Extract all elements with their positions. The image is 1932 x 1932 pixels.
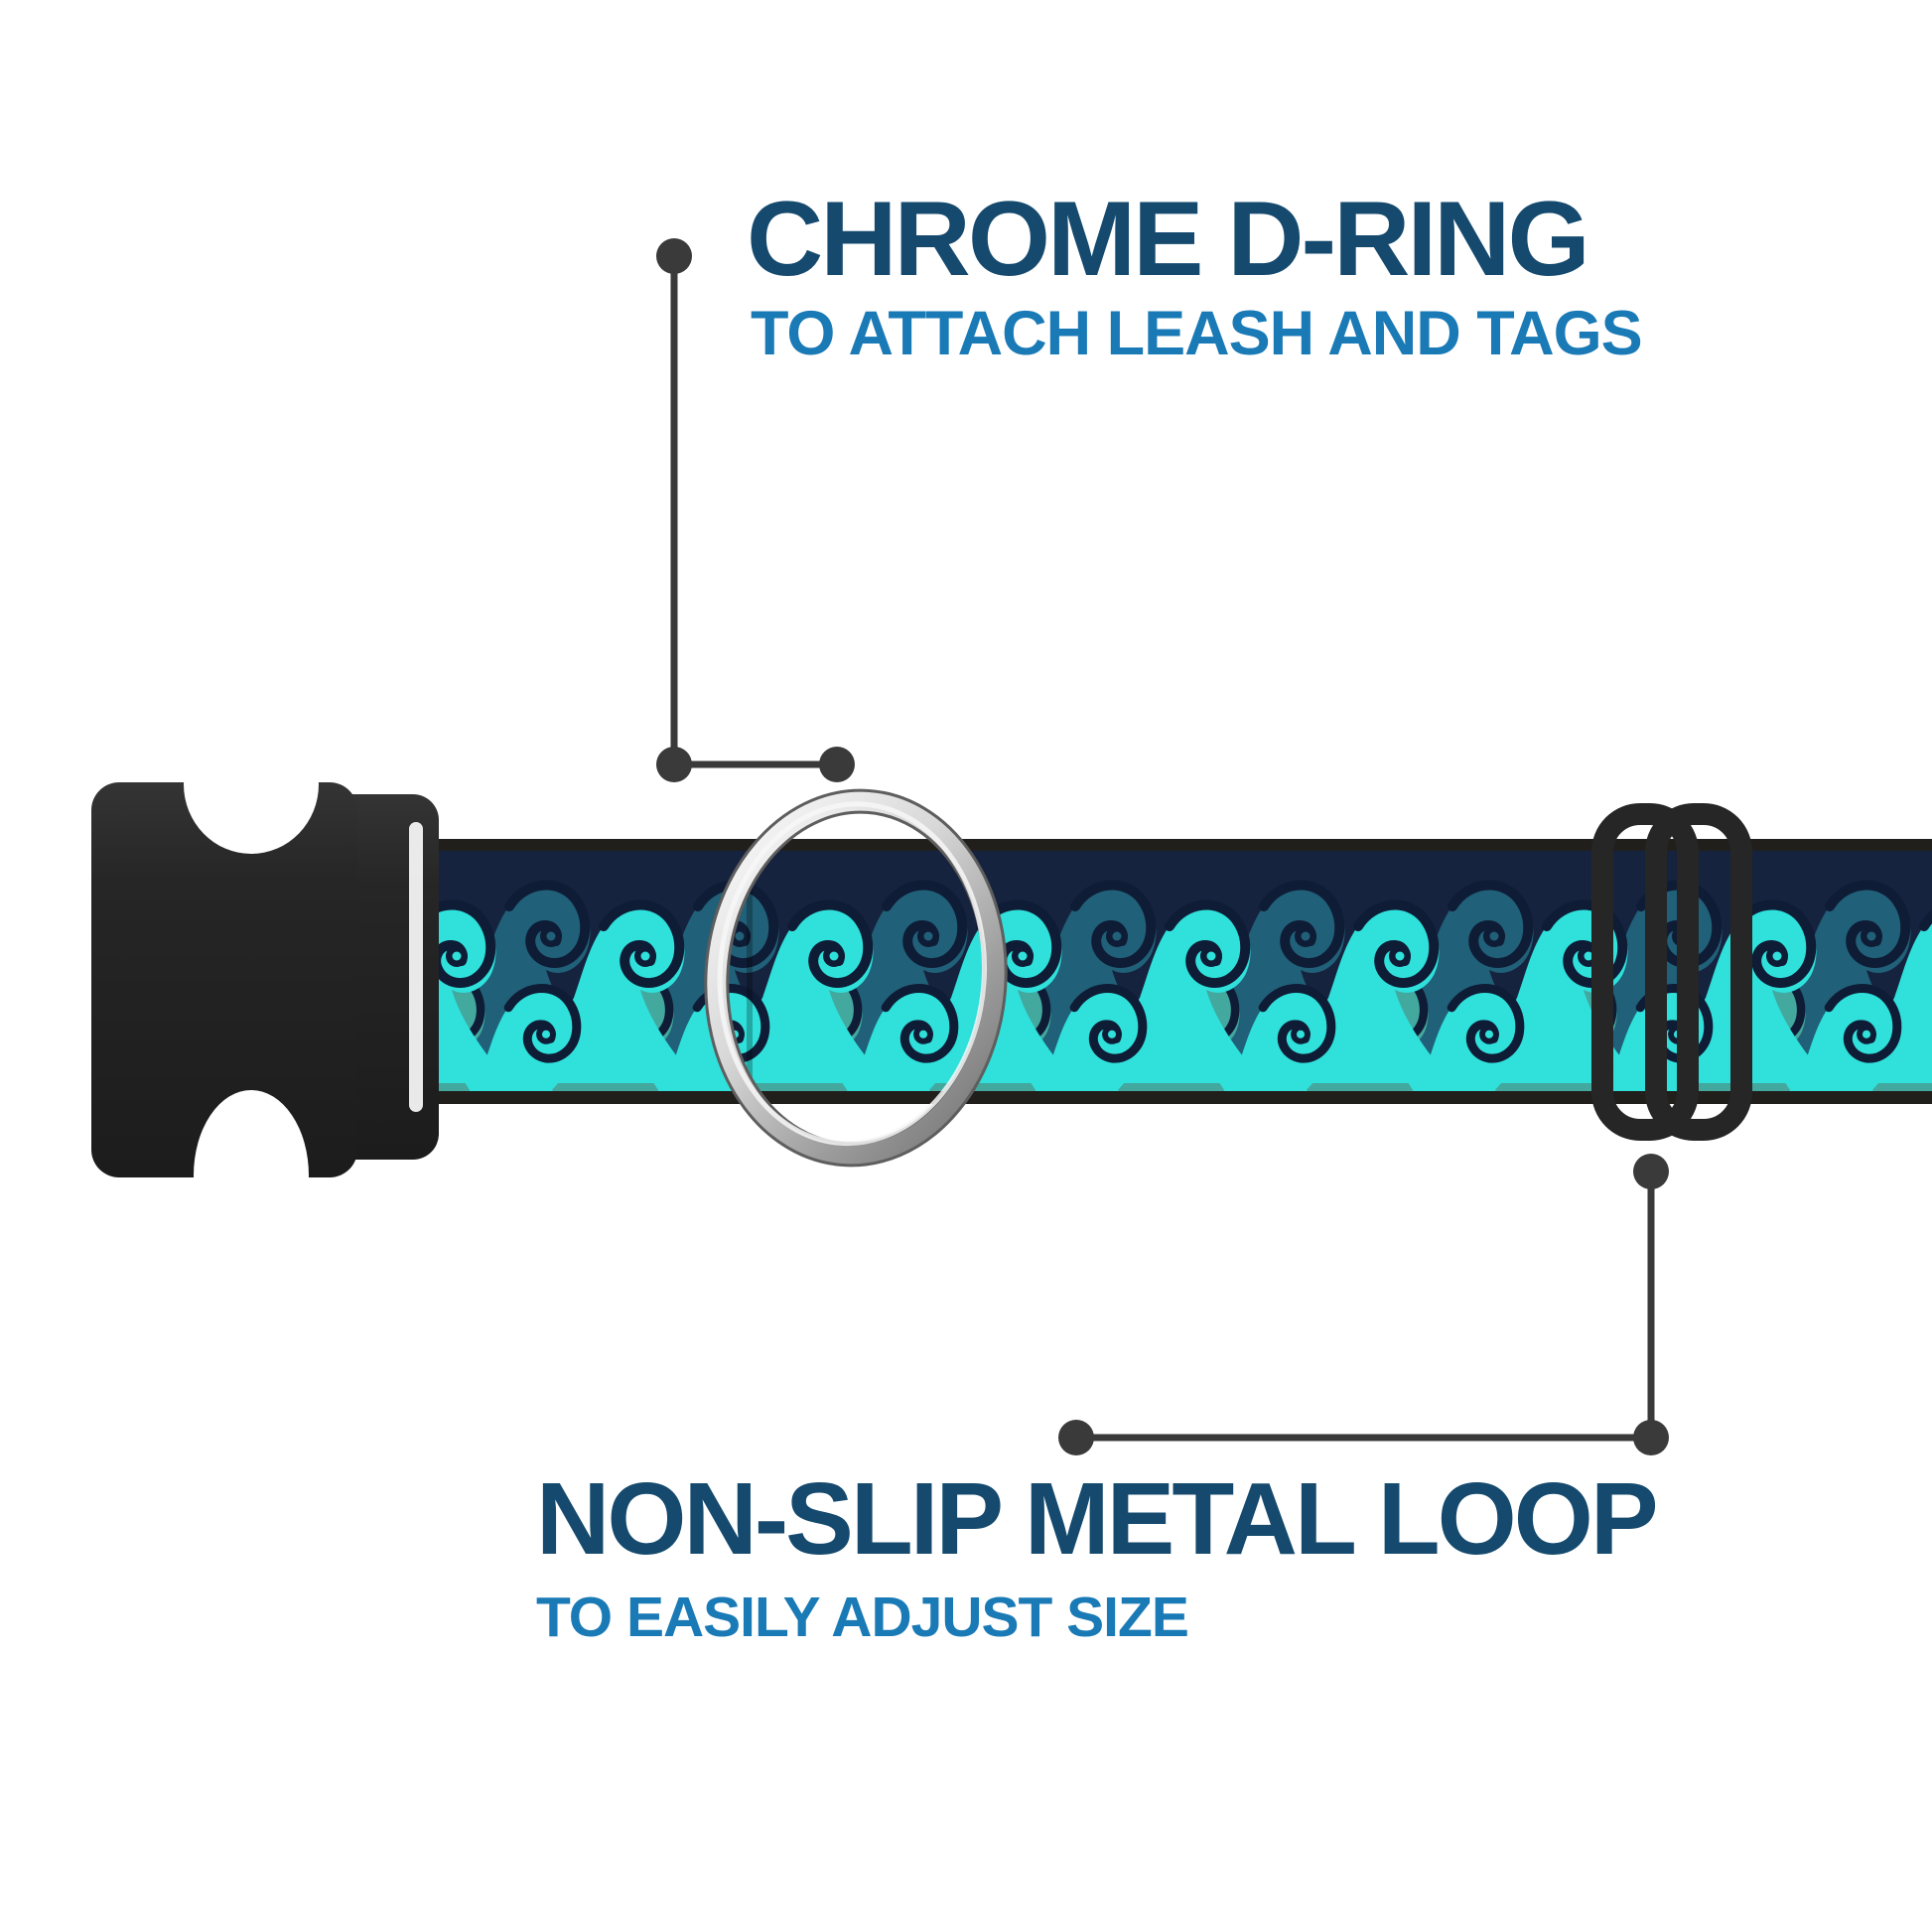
strap-fold-seam	[747, 839, 753, 1104]
top-callout-dot-corner	[656, 747, 692, 782]
buckle-top-notch	[184, 715, 319, 854]
top-callout-dot-title	[656, 238, 692, 274]
top-callout-leader	[656, 238, 855, 782]
top-callout-dot-target	[819, 747, 855, 782]
buckle-bottom-notch	[194, 1090, 309, 1261]
callout-bottom-title: NON-SLIP METAL LOOP	[536, 1461, 1659, 1576]
callout-bottom-subtitle: TO EASILY ADJUST SIZE	[536, 1586, 1189, 1649]
adjuster-slider	[1591, 803, 1752, 1141]
callout-top-subtitle: TO ATTACH LEASH AND TAGS	[751, 299, 1643, 368]
buckle-body	[91, 782, 357, 1177]
bottom-callout-leader	[1058, 1154, 1669, 1455]
chrome-d-ring	[704, 788, 1008, 1168]
strap-bottom-edge	[328, 1091, 1932, 1104]
callout-top-title: CHROME D-RING	[747, 179, 1590, 298]
buckle-slot-gap	[409, 822, 423, 1112]
bottom-callout-dot-target	[1633, 1154, 1669, 1189]
slider-left-loop	[1591, 803, 1699, 1141]
bottom-callout-dot-corner	[1633, 1420, 1669, 1455]
strap-top-edge	[328, 839, 1932, 851]
side-release-buckle	[91, 715, 439, 1261]
bottom-callout-dot-title	[1058, 1420, 1094, 1455]
callout-lines	[656, 238, 1669, 1455]
slider-right-loop	[1645, 803, 1752, 1141]
